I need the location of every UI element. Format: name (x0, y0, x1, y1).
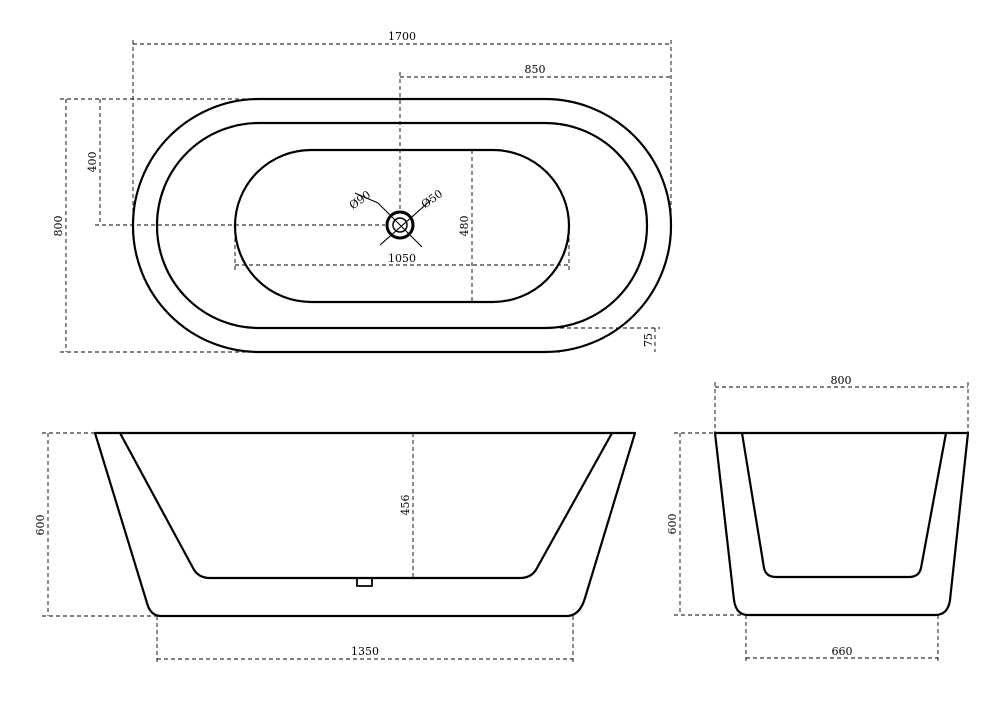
drain-outer-circle (385, 210, 415, 240)
side-inner-outline (740, 431, 948, 579)
label-inner-length: 1050 (388, 252, 416, 265)
front-view: 600 456 1350 (34, 431, 637, 664)
label-drain-outer: Ø90 (347, 188, 373, 212)
side-view: 800 600 660 (666, 374, 970, 663)
top-view: 1700 850 800 400 1050 480 75 Ø90 Ø50 (52, 30, 673, 354)
drain-inner-circle (392, 217, 408, 233)
label-drain-inner: Ø50 (419, 187, 445, 211)
label-side-base-width: 660 (832, 645, 853, 658)
inner-rim-outline (155, 121, 649, 330)
drain (354, 192, 432, 248)
label-front-height: 600 (34, 515, 47, 536)
side-outer-outline (713, 431, 970, 617)
drain-leader-ext (354, 192, 379, 204)
label-overall-length: 1700 (388, 30, 416, 43)
label-inner-width: 480 (458, 216, 471, 237)
label-side-top-width: 800 (831, 374, 852, 387)
outer-rim-outline (131, 97, 673, 354)
label-half-length: 850 (525, 63, 546, 76)
front-outer-outline (93, 431, 637, 618)
label-inner-depth: 456 (399, 495, 412, 516)
label-half-width: 400 (86, 152, 99, 173)
label-rim: 75 (642, 333, 655, 347)
basin-bottom-outline (233, 148, 571, 304)
front-inner-outline (118, 431, 614, 580)
front-drain-stub (356, 578, 373, 587)
label-overall-width: 800 (52, 216, 65, 237)
drain-leader-line-2 (379, 199, 432, 246)
drain-leader-line (377, 202, 423, 248)
label-base-length: 1350 (351, 645, 379, 658)
label-side-height: 600 (666, 514, 679, 535)
